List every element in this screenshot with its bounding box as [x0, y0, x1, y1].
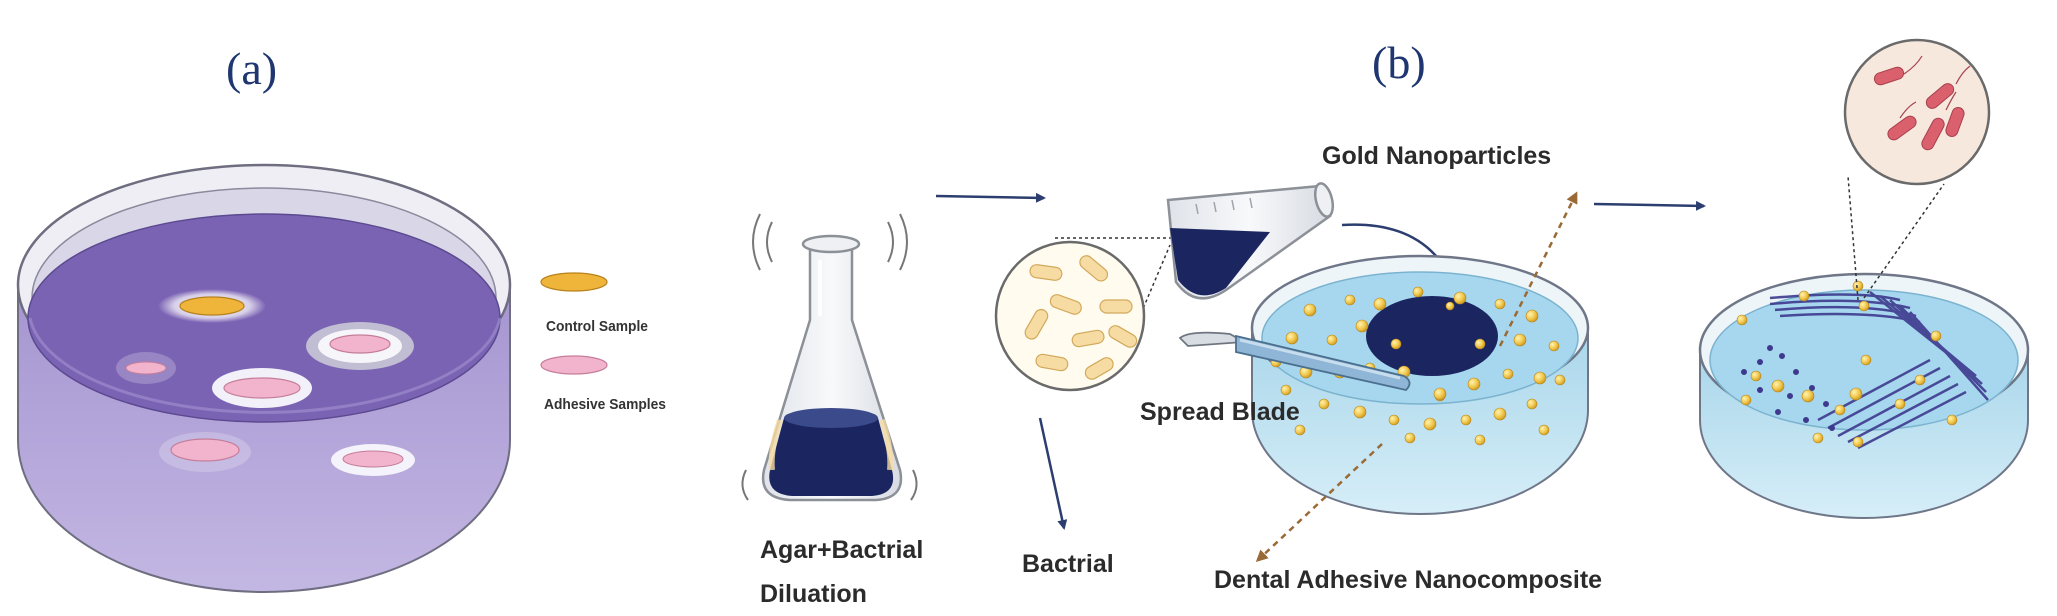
label-dental-adhesive: Dental Adhesive Nanocomposite	[1214, 566, 1603, 594]
legend-control-sample: Control Sample	[546, 318, 648, 335]
adhesive-sample-disc	[306, 322, 414, 370]
legend-swatch-control	[540, 272, 608, 292]
control-sample-disc	[158, 289, 266, 323]
panel-label-b: (b)	[1372, 37, 1426, 88]
label-agar-bacterial-line2: Diluation	[760, 580, 867, 608]
process-arrow	[1593, 200, 1706, 211]
panel-label-a: (a)	[226, 43, 278, 94]
spread-blade	[1178, 331, 1411, 391]
adhesive-sample-disc	[212, 368, 312, 408]
gold-nanoparticles-c	[1736, 280, 1958, 448]
adhesive-sample-disc	[331, 444, 415, 476]
legend-swatch-adhesive	[540, 355, 608, 375]
bacteria-zoom-circle	[994, 237, 1174, 392]
process-arrow	[935, 192, 1046, 203]
adhesive-sample-disc	[116, 352, 176, 384]
bacteria-zoom-circle-red	[1843, 38, 1991, 301]
pouring-beaker	[1166, 182, 1335, 300]
bacteria-arrow	[1038, 417, 1068, 530]
legend-adhesive-samples: Adhesive Samples	[544, 396, 666, 413]
label-spread-blade: Spread Blade	[1140, 398, 1300, 426]
label-agar-bacterial-line1: Agar+Bactrial	[760, 536, 924, 564]
erlenmeyer-flask	[741, 213, 918, 502]
bacteria-dots	[1741, 345, 1835, 431]
adhesive-sample-disc	[159, 432, 251, 472]
label-gold-nanoparticles: Gold Nanoparticles	[1322, 142, 1552, 170]
gold-nanoparticles-b	[1270, 286, 1566, 446]
label-bacterial: Bactrial	[1022, 550, 1114, 578]
